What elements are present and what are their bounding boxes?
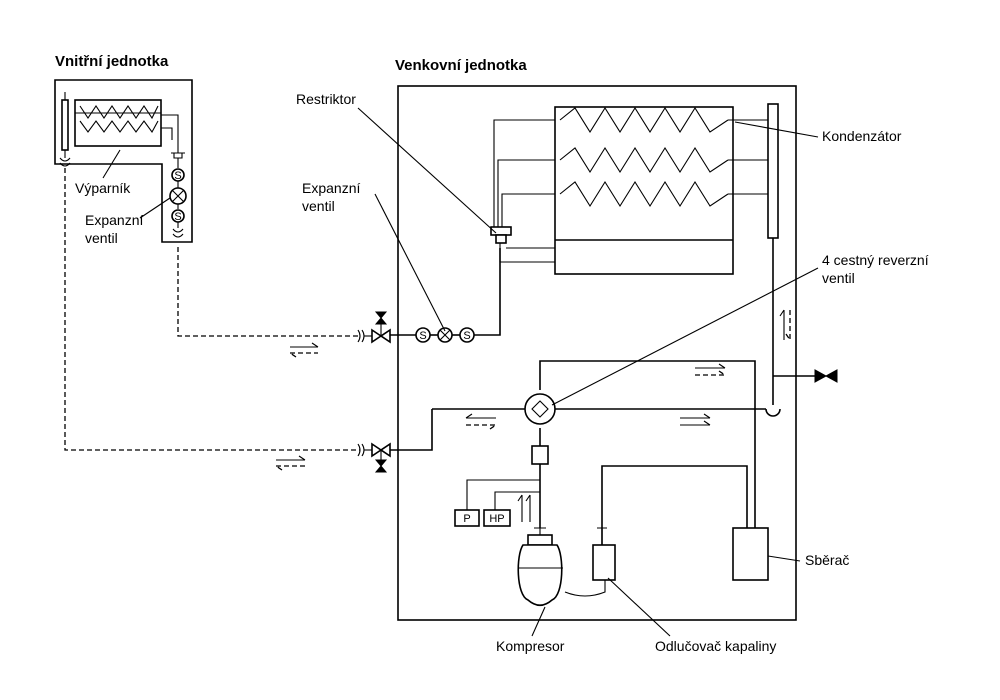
service-valve-upper [357, 311, 391, 344]
restrictor-label: Restriktor [296, 91, 356, 107]
indoor-expansion-label-1: Expanzní [85, 212, 143, 228]
service-port-valve [814, 369, 838, 383]
outdoor-strainer-left: S [419, 330, 426, 342]
receiver [732, 527, 769, 581]
reversing-valve-label-1: 4 cestný reverzní [822, 252, 929, 268]
indoor-expansion-label-2: ventil [85, 230, 118, 246]
compressor-label: Kompresor [496, 638, 565, 654]
indoor-valve-chain: S S [169, 152, 187, 238]
reversing-valve-network [390, 360, 781, 528]
indoor-evaporator [59, 92, 179, 167]
outdoor-expansion-label-1: Expanzní [302, 180, 360, 196]
suction-components: P HP [454, 445, 549, 528]
condenser [490, 103, 779, 275]
flow-arrows-upper [289, 342, 319, 358]
evaporator-label: Výparník [75, 180, 131, 196]
condenser-label: Kondenzátor [822, 128, 902, 144]
outdoor-strainer-right: S [463, 330, 470, 342]
receiver-label: Sběrač [805, 552, 849, 568]
reversing-valve-label-2: ventil [822, 270, 855, 286]
outdoor-expansion-label-2: ventil [302, 198, 335, 214]
outdoor-unit-title: Venkovní jednotka [395, 57, 527, 74]
compressor [517, 527, 606, 607]
indoor-strainer-top: S [174, 170, 181, 182]
indoor-unit-title: Vnitřní jednotka [55, 53, 169, 70]
pressure-switch-hp: HP [489, 513, 504, 525]
indoor-unit: Vnitřní jednotka S S [54, 53, 193, 246]
indoor-unit-outline [54, 79, 193, 243]
outdoor-unit-outline [397, 85, 797, 621]
service-valve-lower [357, 442, 391, 473]
flow-arrows-vertical [779, 309, 791, 341]
callouts: Restriktor Expanzní ventil Kondenzátor 4… [296, 91, 929, 654]
outdoor-liquid-line: S S [390, 248, 501, 343]
flow-arrows-lower [275, 455, 306, 471]
interconnect-pipes [64, 168, 360, 471]
pressure-switch-p: P [463, 513, 470, 525]
separator-label: Odlučovač kapaliny [655, 638, 776, 654]
flow-arrows-right [465, 363, 726, 430]
indoor-strainer-bottom: S [174, 211, 181, 223]
liquid-separator [592, 465, 748, 581]
outdoor-unit: Venkovní jednotka S S [357, 57, 838, 621]
